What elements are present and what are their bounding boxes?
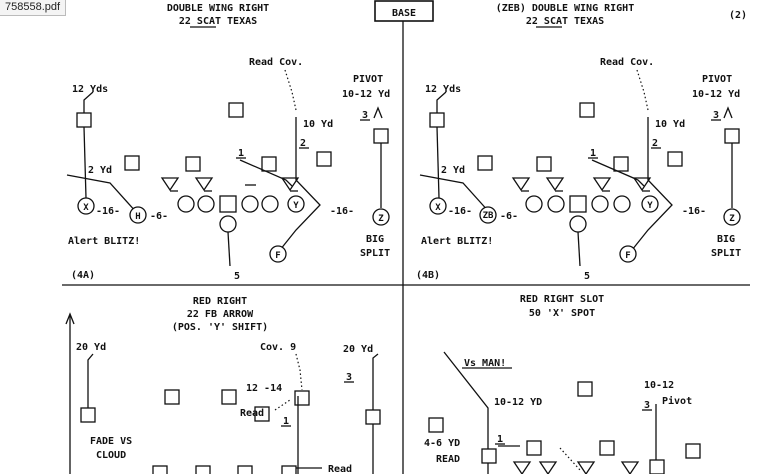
panel-red-right: RED RIGHT 22 FB ARROW (POS. 'Y' SHIFT) 2… <box>65 296 381 474</box>
svg-text:20 Yd: 20 Yd <box>343 344 373 355</box>
panel-a-10yd: 10 Yd <box>303 119 333 130</box>
svg-text:CLOUD: CLOUD <box>96 450 126 461</box>
panel-a-alert: Alert BLITZ! <box>68 236 140 247</box>
panel-a-pivot: PIVOT <box>353 74 383 85</box>
svg-text:4-6 YD: 4-6 YD <box>424 438 460 449</box>
svg-text:12 Yds: 12 Yds <box>425 84 461 95</box>
svg-text:BIG: BIG <box>717 234 735 245</box>
panel-b-id: (4B) <box>416 270 440 281</box>
panel-a-n2: 2 <box>300 138 306 149</box>
svg-text:Read: Read <box>240 408 264 419</box>
panel-a-2yd: 2 Yd <box>88 165 112 176</box>
svg-text:Z: Z <box>378 214 384 224</box>
svg-text:10-12: 10-12 <box>644 380 674 391</box>
page-number: (2) <box>729 10 747 21</box>
panel-b-title1: (ZEB) DOUBLE WING RIGHT <box>496 3 634 14</box>
svg-text:20 Yd: 20 Yd <box>76 342 106 353</box>
file-tab[interactable]: 758558.pdf <box>0 0 67 16</box>
svg-text:5: 5 <box>584 271 590 282</box>
svg-text:F: F <box>275 251 280 261</box>
svg-text:SPLIT: SPLIT <box>711 248 741 259</box>
receiver-square <box>76 112 92 128</box>
panel-a-n3: 3 <box>362 110 368 121</box>
panel-b-title2: 22 SCAT TEXAS <box>526 16 604 27</box>
panel-a-n1: 1 <box>238 148 244 159</box>
svg-text:22 FB ARROW: 22 FB ARROW <box>187 309 254 320</box>
svg-text:H: H <box>135 212 140 222</box>
svg-text:BIG: BIG <box>366 234 384 245</box>
svg-text:Cov. 9: Cov. 9 <box>260 342 296 353</box>
svg-text:Y: Y <box>647 201 653 211</box>
panel-a-readcov: Read Cov. <box>249 57 303 68</box>
svg-text:(POS. 'Y' SHIFT): (POS. 'Y' SHIFT) <box>172 322 268 333</box>
svg-text:1: 1 <box>590 148 596 159</box>
svg-text:10-12 Yd: 10-12 Yd <box>692 89 740 100</box>
svg-text:Alert BLITZ!: Alert BLITZ! <box>421 236 493 247</box>
panel-a-id: (4A) <box>71 270 95 281</box>
svg-text:Y: Y <box>293 201 299 211</box>
panel-a-title1: DOUBLE WING RIGHT <box>167 3 269 14</box>
svg-text:Pivot: Pivot <box>662 395 692 407</box>
panel-red-right-slot: RED RIGHT SLOT 50 'X' SPOT Vs MAN! 10-12… <box>424 294 701 474</box>
panel-4b: (ZEB) DOUBLE WING RIGHT 22 SCAT TEXAS 12… <box>416 3 741 282</box>
svg-text:ZB: ZB <box>483 211 494 221</box>
svg-text:10-12 YD: 10-12 YD <box>494 397 542 408</box>
svg-text:3: 3 <box>346 372 352 383</box>
svg-text:-6-: -6- <box>150 211 168 222</box>
svg-text:X: X <box>435 203 441 213</box>
svg-text:X: X <box>83 203 89 213</box>
svg-text:Read Cov.: Read Cov. <box>600 57 654 68</box>
svg-text:1: 1 <box>283 416 289 427</box>
panel-a-12yds: 12 Yds <box>72 84 108 95</box>
svg-text:SPLIT: SPLIT <box>360 248 390 259</box>
svg-text:3: 3 <box>644 400 650 411</box>
svg-text:-16-: -16- <box>96 206 120 217</box>
svg-text:Z: Z <box>729 214 735 224</box>
svg-text:Vs MAN!: Vs MAN! <box>464 358 506 369</box>
svg-text:RED RIGHT: RED RIGHT <box>193 296 247 307</box>
svg-text:F: F <box>625 251 630 261</box>
svg-text:FADE VS: FADE VS <box>90 436 132 447</box>
svg-text:1: 1 <box>497 434 503 445</box>
svg-text:10 Yd: 10 Yd <box>655 119 685 130</box>
svg-text:50 'X' SPOT: 50 'X' SPOT <box>529 308 595 319</box>
panel-a-five: 5 <box>234 271 240 282</box>
svg-text:2: 2 <box>652 138 658 149</box>
panel-4a: DOUBLE WING RIGHT 22 SCAT TEXAS 12 Yds 2… <box>66 3 390 282</box>
svg-text:3: 3 <box>713 110 719 121</box>
svg-text:12 -14: 12 -14 <box>246 383 282 394</box>
base-label: BASE <box>392 8 416 19</box>
svg-text:-6-: -6- <box>500 211 518 222</box>
svg-text:2 Yd: 2 Yd <box>441 165 465 176</box>
svg-text:Read: Read <box>328 464 352 474</box>
svg-text:RED RIGHT SLOT: RED RIGHT SLOT <box>520 294 604 305</box>
svg-text:-16-: -16- <box>448 206 472 217</box>
base-box <box>374 0 434 22</box>
svg-text:PIVOT: PIVOT <box>702 74 732 85</box>
svg-text:-16-: -16- <box>682 206 706 217</box>
panel-a-pivotdist: 10-12 Yd <box>342 89 390 100</box>
panel-a-title2: 22 SCAT TEXAS <box>179 16 257 27</box>
svg-text:READ: READ <box>436 454 460 465</box>
svg-text:-16-: -16- <box>330 206 354 217</box>
